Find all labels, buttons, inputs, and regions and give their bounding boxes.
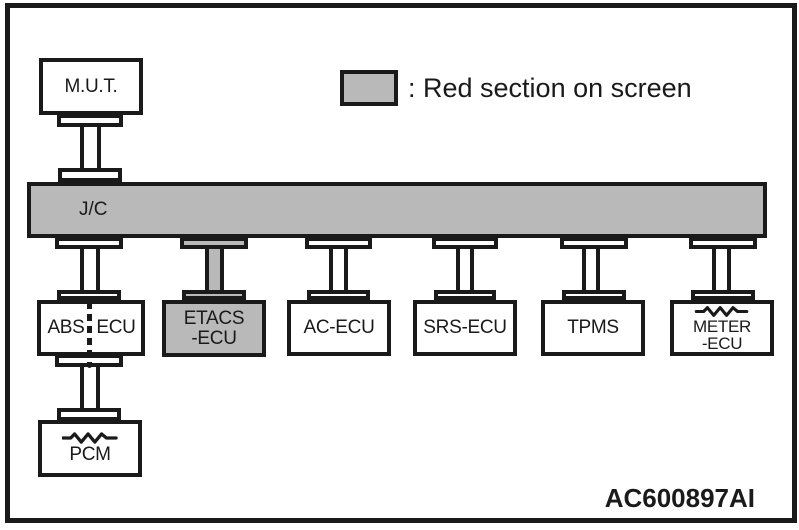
- legend-label: : Red section on screen: [408, 73, 692, 103]
- connector-ac-stem: [329, 246, 348, 294]
- node-meter-ecu: METER -ECU: [670, 300, 774, 356]
- node-abs-ecu-label-right: ECU: [96, 317, 136, 338]
- legend-gray-swatch: [340, 70, 398, 106]
- node-abs-ecu-label-left: ABS: [47, 317, 85, 338]
- node-srs-ecu: SRS-ECU: [413, 300, 517, 356]
- connector-srs-collar-bottom: [434, 290, 496, 300]
- node-ac-ecu-label: AC-ECU: [303, 317, 375, 338]
- connector-tpms-stem: [582, 246, 600, 294]
- terminating-resistor-icon: [62, 432, 118, 444]
- node-ac-ecu: AC-ECU: [287, 300, 391, 356]
- connector-abs-stem: [80, 246, 100, 294]
- connector-ac-collar-top: [305, 237, 372, 249]
- node-pcm-label: PCM: [69, 444, 111, 465]
- connector-etacs-collar-top: [180, 237, 248, 249]
- connector-srs-stem: [456, 246, 474, 294]
- node-srs-ecu-label: SRS-ECU: [423, 317, 507, 338]
- connector-ac-collar-bottom: [307, 290, 370, 300]
- node-etacs-ecu: ETACS -ECU: [162, 300, 266, 357]
- connector-tpms-collar-bottom: [562, 290, 626, 300]
- connector-abs-collar-top: [55, 237, 123, 249]
- connector-abs-collar-bottom: [57, 290, 121, 300]
- node-mut-label: M.U.T.: [64, 75, 118, 97]
- connector-pcm-stem: [80, 364, 100, 412]
- node-etacs-ecu-label-line2: -ECU: [191, 327, 237, 349]
- connector-srs-collar-top: [432, 237, 498, 249]
- node-meter-ecu-label-line2: -ECU: [701, 334, 743, 353]
- connector-etacs-stem: [205, 246, 224, 294]
- connector-mut-collar-bottom: [58, 168, 122, 182]
- jc-bus-bar: J/C: [27, 182, 767, 238]
- connector-mut-collar-top: [57, 114, 123, 127]
- node-tpms-label: TPMS: [567, 317, 619, 338]
- node-pcm: PCM: [38, 420, 142, 477]
- connector-mut-stem: [80, 122, 101, 172]
- figure-id-label: AC600897AI: [604, 483, 755, 513]
- node-tpms: TPMS: [541, 300, 645, 356]
- connector-pcm-collar-bottom: [57, 408, 121, 421]
- connector-meter-collar-top: [689, 237, 757, 249]
- connector-meter-stem: [712, 246, 731, 294]
- connector-etacs-collar-bottom: [182, 290, 246, 300]
- jc-bus-label: J/C: [79, 199, 108, 220]
- connector-meter-collar-bottom: [691, 290, 755, 300]
- abs-ecu-dashed-divider: [87, 302, 92, 368]
- node-mut: M.U.T.: [39, 58, 143, 115]
- node-meter-ecu-label-line1: METER: [692, 317, 751, 336]
- connector-tpms-collar-top: [560, 237, 628, 249]
- node-etacs-ecu-label-line1: ETACS: [183, 307, 245, 329]
- terminating-resistor-icon: [694, 306, 749, 317]
